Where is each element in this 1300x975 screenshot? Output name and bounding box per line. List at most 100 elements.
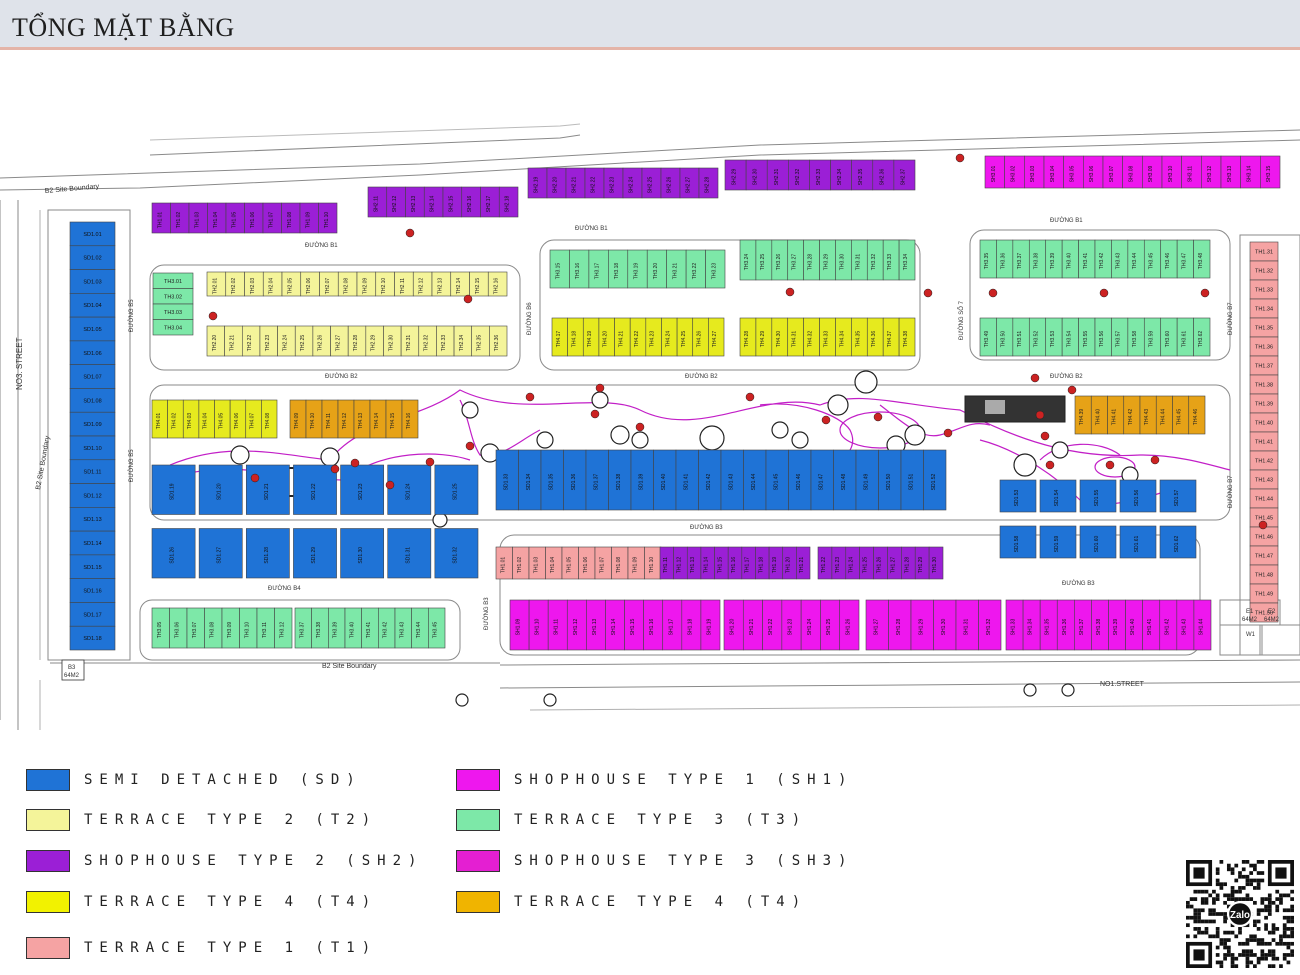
lot-label: TH3.58 bbox=[1132, 331, 1138, 348]
lot-label: SH1.13 bbox=[592, 618, 598, 635]
lot-label: TH4.43 bbox=[1144, 409, 1150, 426]
lot-label: TH4.40 bbox=[1095, 409, 1101, 426]
lot-label: TH1.10 bbox=[649, 557, 655, 574]
lot-label: SH2.24 bbox=[629, 176, 635, 193]
lot-label: TH3.29 bbox=[824, 254, 830, 271]
lot-label: TH3.56 bbox=[1099, 331, 1105, 348]
marker-dot bbox=[208, 311, 218, 321]
lot-label: TH3.39 bbox=[333, 622, 339, 639]
lot-label: TH2.33 bbox=[441, 335, 447, 352]
lot-label: TH1.01 bbox=[157, 212, 163, 229]
lot-label: SH2.25 bbox=[648, 176, 654, 193]
lot-label: TH4.31 bbox=[792, 331, 798, 348]
lot-plot bbox=[198, 464, 243, 515]
lot-label: TH3.60 bbox=[1165, 331, 1171, 348]
lot-label: SH1.23 bbox=[788, 618, 794, 635]
legend-swatch bbox=[26, 850, 70, 872]
lot-label: TH2.16 bbox=[494, 278, 500, 295]
marker-dot bbox=[1045, 460, 1055, 470]
lot-label: TH4.27 bbox=[712, 331, 718, 348]
lot-label: TH2.35 bbox=[477, 335, 483, 352]
lot-label: SH1.32 bbox=[986, 618, 992, 635]
marker-dot bbox=[425, 457, 435, 467]
plot-label: 64M2 bbox=[1242, 617, 1258, 623]
lot-label: SD1.11 bbox=[84, 470, 102, 476]
lot-label: TH1.47 bbox=[1255, 554, 1273, 560]
lot-label: SH1.10 bbox=[535, 618, 541, 635]
lot-plot bbox=[151, 464, 196, 515]
lot-label: TH3.08 bbox=[209, 622, 215, 639]
marker-dot bbox=[463, 294, 473, 304]
lot-label: SD1.31 bbox=[405, 547, 411, 564]
legend-item: TERRACE TYPE 3 (T3) bbox=[456, 809, 807, 831]
lot-label: TH1.30 bbox=[932, 557, 938, 574]
marker-dot bbox=[595, 383, 605, 393]
lot-label: TH3.39 bbox=[1050, 253, 1056, 270]
road-label: ĐƯỜNG B1 bbox=[305, 242, 338, 249]
lot-label: TH4.34 bbox=[839, 331, 845, 348]
lot-label: TH4.05 bbox=[218, 413, 224, 430]
lot-label: TH2.27 bbox=[335, 335, 341, 352]
lot-label: TH3.17 bbox=[595, 263, 601, 280]
lot-label: TH4.26 bbox=[697, 331, 703, 348]
lot-label: TH1.40 bbox=[1255, 421, 1273, 427]
lot-label: TH1.19 bbox=[772, 557, 778, 574]
road-label: ĐƯỜNG SỐ 7 bbox=[958, 300, 965, 340]
lot-label: SH3.14 bbox=[1247, 165, 1253, 182]
lot-label: SH3.08 bbox=[1129, 165, 1135, 182]
lot-plot bbox=[1079, 479, 1117, 513]
lot-label: TH4.39 bbox=[1079, 409, 1085, 426]
lot-label: TH3.53 bbox=[1050, 331, 1056, 348]
marker-dot bbox=[1035, 410, 1045, 420]
lot-label: SH2.26 bbox=[667, 176, 673, 193]
lot-label: SH1.44 bbox=[1198, 618, 1204, 635]
lot-label: TH4.46 bbox=[1193, 409, 1199, 426]
marker-dot bbox=[821, 415, 831, 425]
lot-label: SH2.22 bbox=[591, 176, 597, 193]
lot-label: TH3.45 bbox=[433, 622, 439, 639]
lot-label: SD1.23 bbox=[358, 483, 364, 500]
lot-label: TH2.07 bbox=[325, 278, 331, 295]
lot-label: SH1.16 bbox=[649, 618, 655, 635]
lot-plot bbox=[387, 464, 432, 515]
lot-label: SD1.49 bbox=[863, 473, 869, 490]
lot-label: SD1.29 bbox=[311, 547, 317, 564]
plot-label: E2 bbox=[1268, 609, 1276, 615]
lot-label: SH2.23 bbox=[610, 176, 616, 193]
lot-label: SH1.14 bbox=[611, 618, 617, 635]
lot-label: SD1.33 bbox=[503, 473, 509, 490]
lot-label: TH1.33 bbox=[1255, 288, 1273, 294]
lot-label: TH3.11 bbox=[262, 622, 268, 638]
marker-dot bbox=[1040, 431, 1050, 441]
road-label: ĐƯỜNG B7 bbox=[1227, 302, 1234, 335]
lot-label: TH3.44 bbox=[1132, 253, 1138, 270]
lot-label: SH3.10 bbox=[1168, 165, 1174, 182]
lot-label: SD1.60 bbox=[1094, 535, 1100, 552]
lot-plot bbox=[198, 528, 243, 579]
zalo-logo-text: Zalo bbox=[1230, 910, 1250, 921]
lot-label: TH4.44 bbox=[1160, 409, 1166, 426]
lot-label: SH1.40 bbox=[1130, 618, 1136, 635]
zalo-qr-code[interactable]: Zalo bbox=[1186, 860, 1294, 968]
lot-plot bbox=[705, 249, 726, 289]
lot-label: SH2.11 bbox=[373, 196, 379, 213]
lot-label: TH4.30 bbox=[776, 331, 782, 348]
marker-dot bbox=[405, 228, 415, 238]
lot-plot bbox=[69, 625, 116, 651]
marker-dot bbox=[943, 428, 953, 438]
lot-label: SD1.38 bbox=[616, 473, 622, 490]
marker-dot bbox=[635, 422, 645, 432]
lot-label: TH3.16 bbox=[575, 263, 581, 280]
lot-plot bbox=[387, 528, 432, 579]
lot-label: TH1.03 bbox=[533, 557, 539, 574]
lot-label: TH1.08 bbox=[287, 212, 293, 229]
lot-label: TH1.49 bbox=[1255, 592, 1273, 598]
lot-label: TH2.29 bbox=[371, 335, 377, 352]
lot-label: TH3.46 bbox=[1165, 253, 1171, 270]
lot-label: TH3.37 bbox=[299, 622, 305, 639]
lot-label: SH1.36 bbox=[1062, 618, 1068, 635]
marker-dot bbox=[785, 287, 795, 297]
lot-label: SH2.20 bbox=[553, 176, 559, 193]
lot-label: TH3.24 bbox=[744, 254, 750, 271]
lot-label: TH1.45 bbox=[1255, 516, 1273, 522]
